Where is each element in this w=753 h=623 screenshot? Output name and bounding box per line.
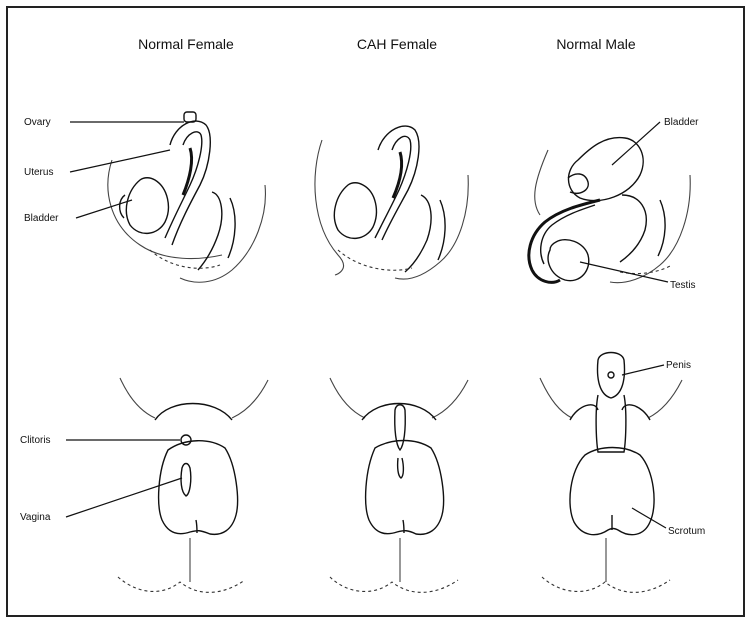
label-vagina: Vagina — [20, 512, 51, 523]
label-clitoris: Clitoris — [20, 435, 51, 446]
normal-male-external — [540, 353, 682, 593]
normal-female-internal — [108, 112, 266, 282]
label-testis: Testis — [670, 280, 696, 291]
bladder-female-leader — [76, 200, 132, 218]
normal-female-external — [118, 378, 268, 592]
vagina-leader — [66, 478, 182, 517]
label-ovary: Ovary — [24, 117, 51, 128]
normal-male-internal — [529, 138, 690, 283]
penis-leader — [622, 365, 664, 375]
cah-female-internal — [315, 126, 468, 279]
cah-female-external — [330, 378, 468, 592]
testis-leader — [580, 262, 668, 282]
label-penis: Penis — [666, 360, 691, 371]
label-uterus: Uterus — [24, 167, 53, 178]
label-scrotum: Scrotum — [668, 526, 705, 537]
uterus-leader — [70, 150, 170, 172]
label-bladder-male: Bladder — [664, 117, 699, 128]
label-bladder-female: Bladder — [24, 213, 59, 224]
bladder-male-leader — [612, 122, 660, 165]
